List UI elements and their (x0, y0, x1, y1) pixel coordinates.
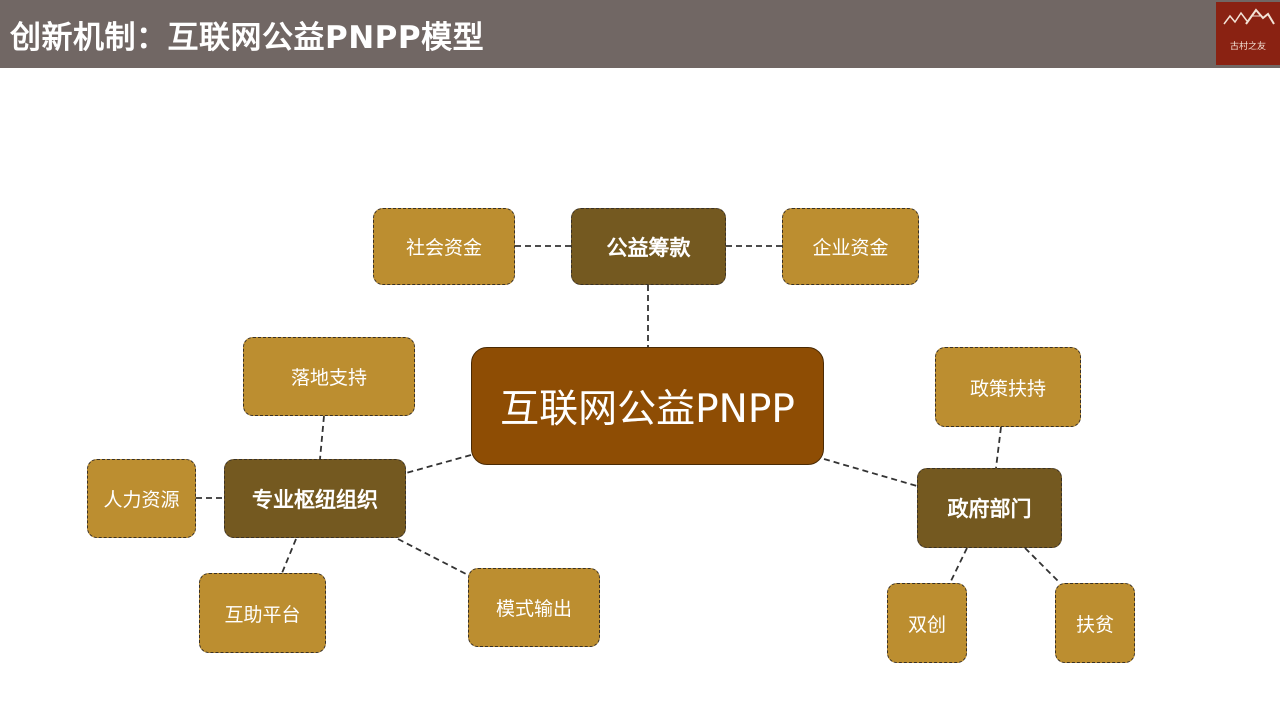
logo-text: 古村之友 (1229, 42, 1266, 52)
node-hub-organization: 专业枢纽组织 (224, 459, 406, 538)
edge-center-right (823, 458, 918, 487)
node-government-hub: 政府部门 (917, 468, 1062, 548)
edge-right-down-right (1024, 547, 1061, 584)
edge-left-down-right (397, 538, 469, 576)
node-fundraising-hub: 公益筹款 (571, 208, 726, 285)
node-human-resources: 人力资源 (87, 459, 196, 538)
node-model-output: 模式输出 (468, 568, 600, 647)
node-poverty-alleviation: 扶贫 (1055, 583, 1135, 663)
node-policy-support: 政策扶持 (935, 347, 1081, 427)
edge-left-down-left (281, 538, 297, 574)
node-mutual-aid-platform: 互助平台 (199, 573, 326, 653)
edge-center-left (405, 454, 472, 474)
logo: 古村之友 (1216, 2, 1280, 65)
edge-right-down-left (949, 547, 968, 584)
page-title: 创新机制：互联网公益PNPP模型 (10, 20, 485, 56)
mountain-logo-icon (1223, 8, 1275, 25)
edge-left-up (319, 415, 325, 460)
edge-right-up (995, 426, 1002, 469)
header-bar: 创新机制：互联网公益PNPP模型 古村之友 (0, 0, 1280, 68)
node-enterprise-funds: 企业资金 (782, 208, 919, 285)
node-ground-support: 落地支持 (243, 337, 415, 416)
node-center-pnpp: 互联网公益PNPP (471, 347, 824, 465)
node-innovation: 双创 (887, 583, 967, 663)
node-social-funds: 社会资金 (373, 208, 515, 285)
